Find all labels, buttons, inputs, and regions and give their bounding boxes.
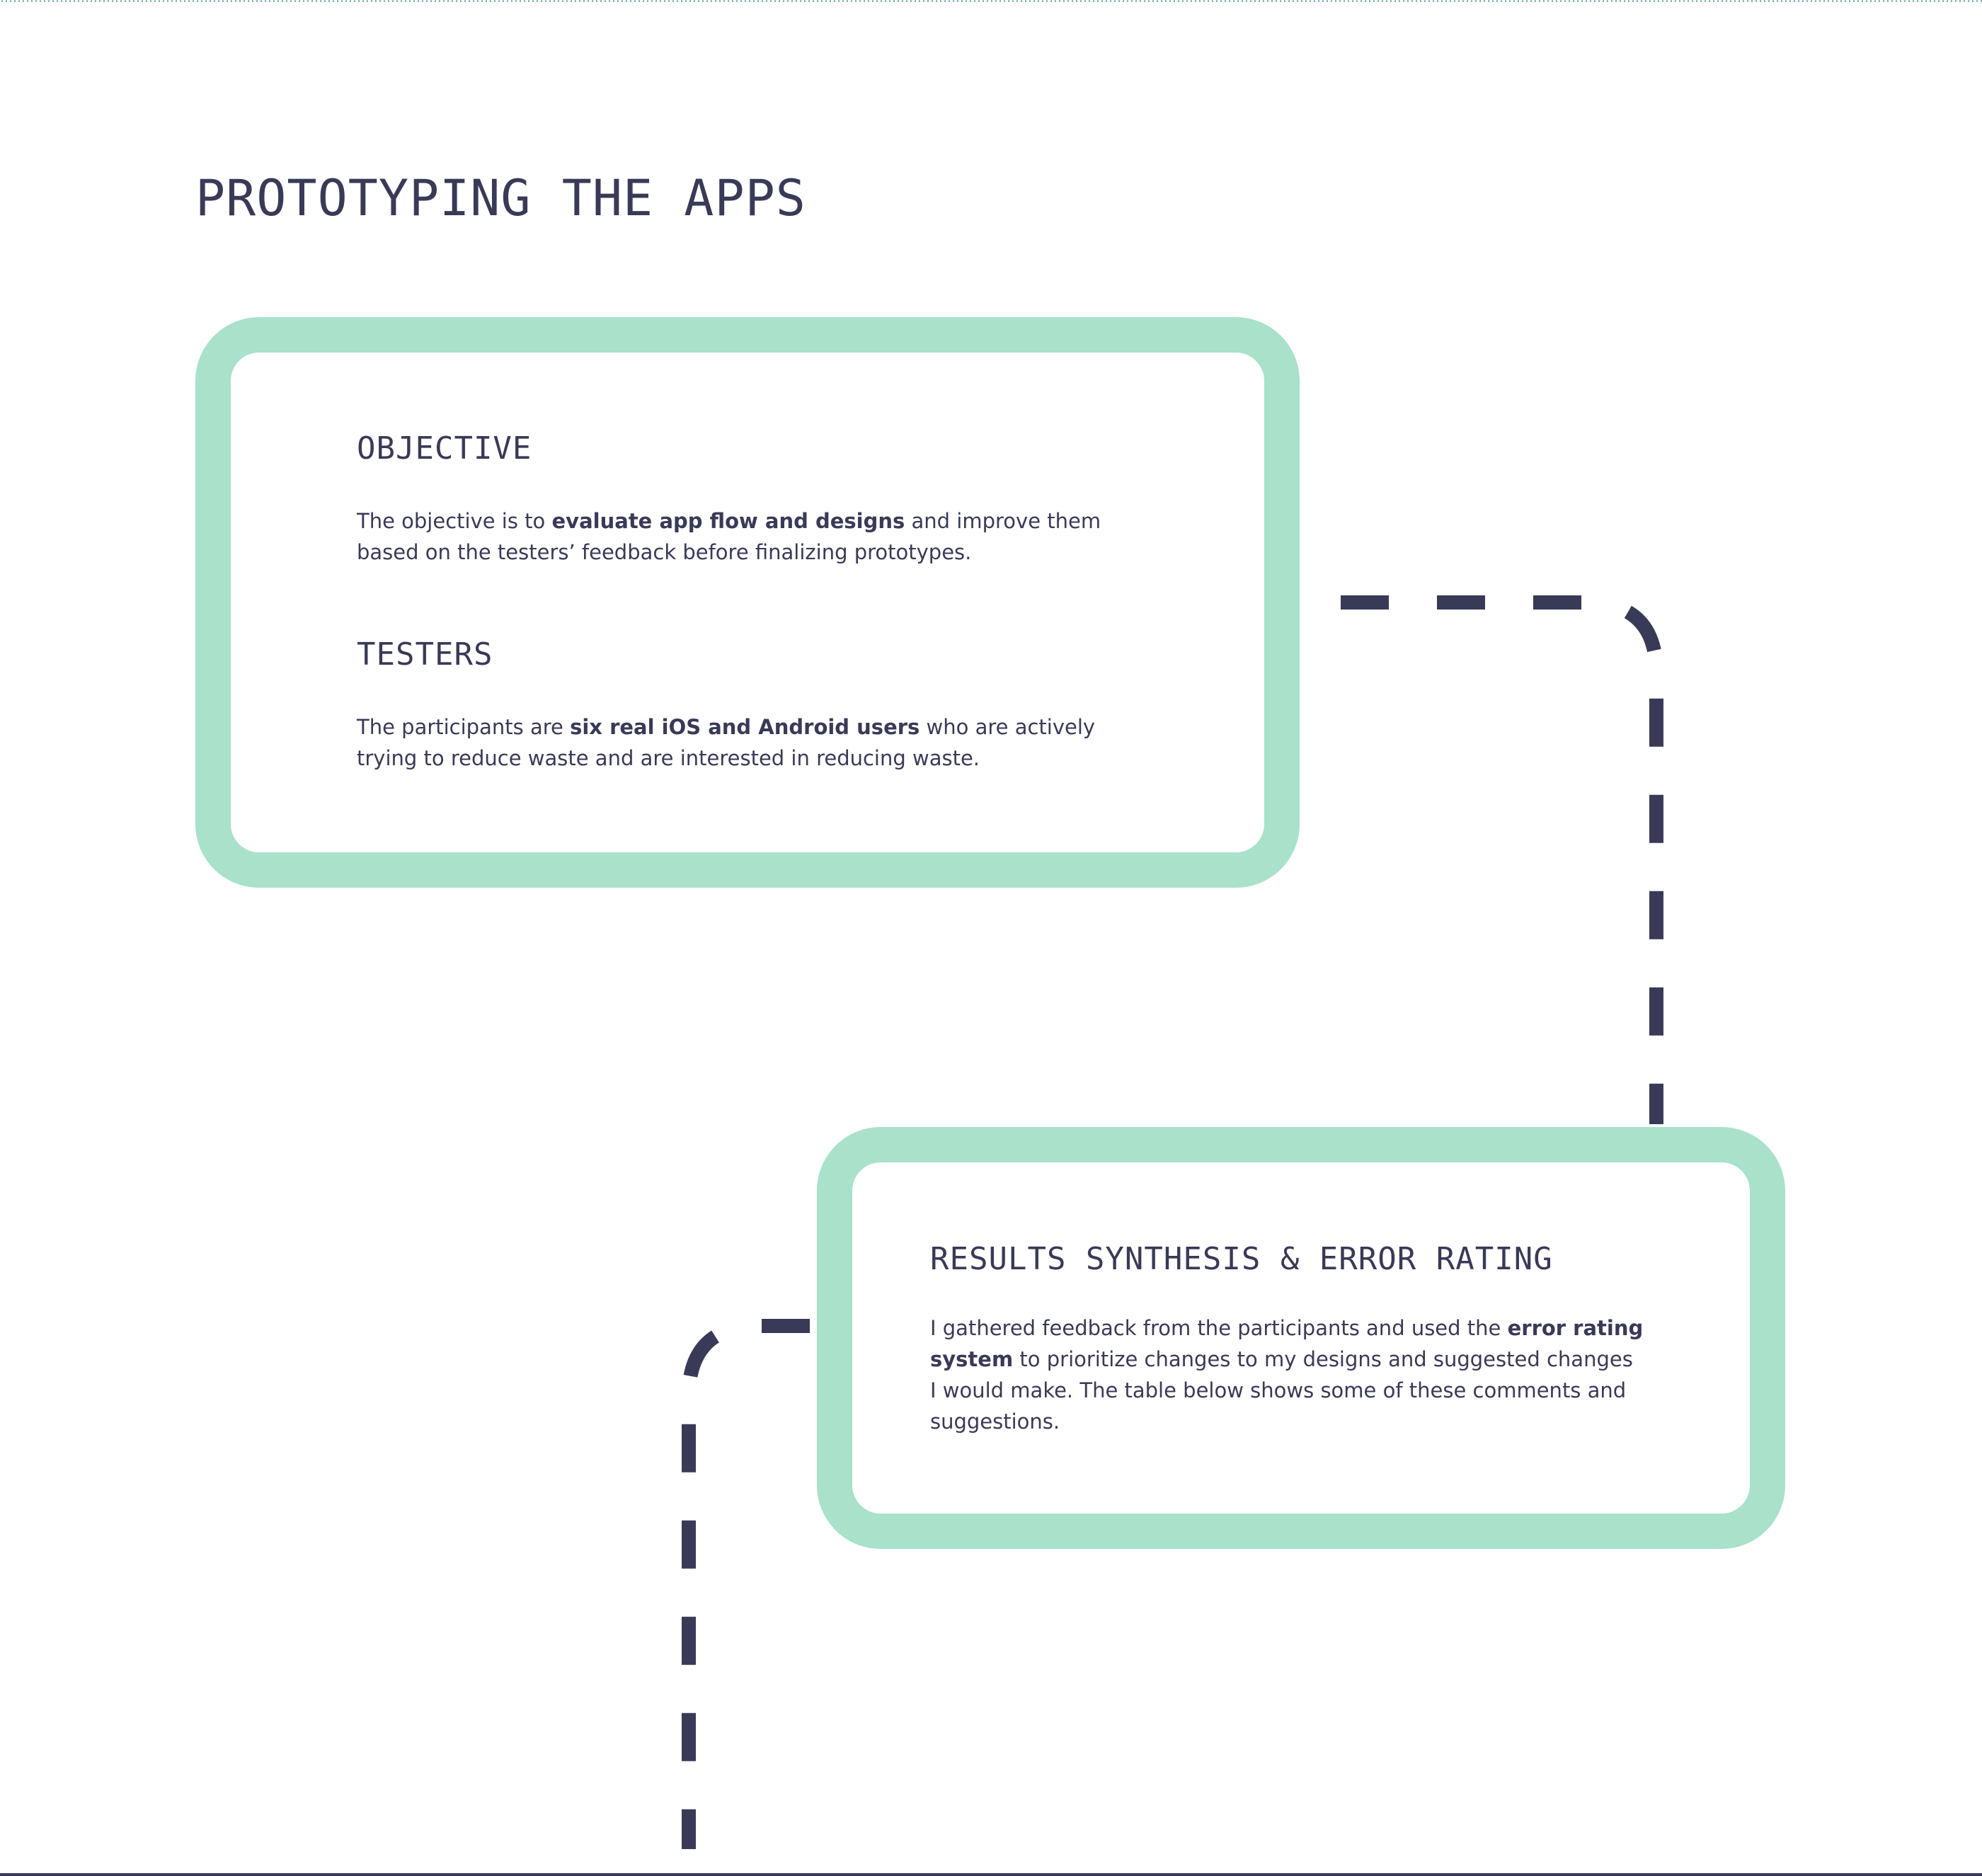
bottom-rule [0,1873,1982,1876]
results-card [817,1127,1785,1549]
top-dotted-rule [0,0,1982,2]
testers-text: The participants are six real iOS and An… [357,715,1096,770]
objective-heading: OBJECTIVE [357,430,532,467]
testers-heading: TESTERS [357,636,493,673]
objective-text-emphasis: evaluate app flow and designs [551,509,905,533]
connector-card1-to-card2 [1341,595,1663,1124]
results-text: I gathered feedback from the participant… [930,1316,1644,1434]
objective-text: The objective is to evaluate app flow an… [357,509,1101,564]
results-heading: RESULTS SYNTHESIS & ERROR RATING [930,1241,1553,1277]
testers-text-emphasis: six real iOS and Android users [570,715,920,739]
objective-testers-card [195,317,1300,888]
connector-card2-to-next [682,1319,810,1849]
page-title: PROTOTYPING THE APPS [195,169,806,227]
results-text-emphasis: error rating system [930,1316,1644,1371]
